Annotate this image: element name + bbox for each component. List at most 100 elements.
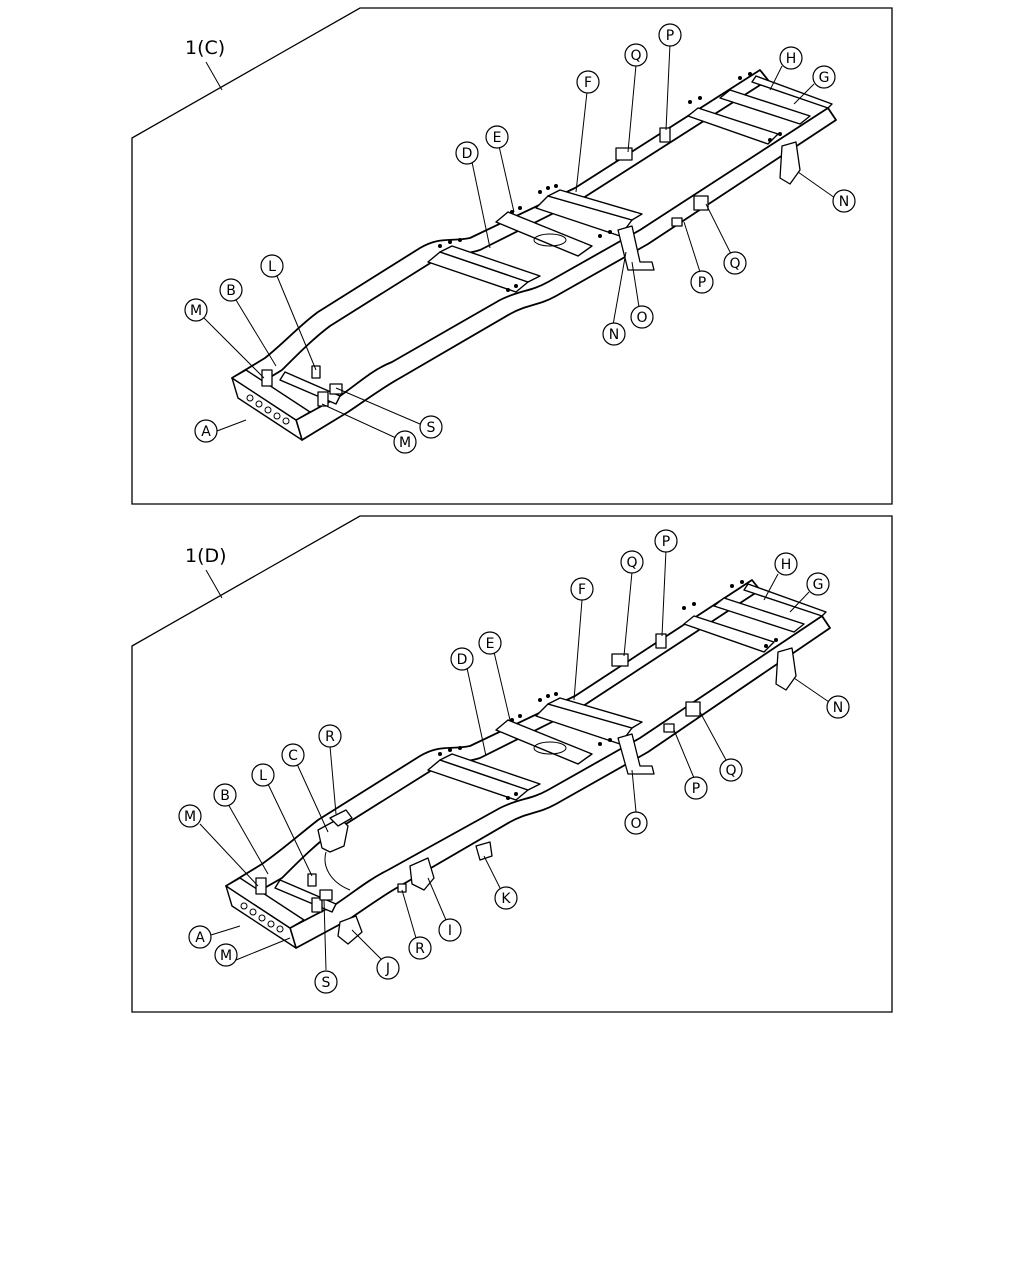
bracket-m-right — [311, 897, 323, 913]
callout-g: G — [812, 65, 836, 89]
bracket-k — [475, 841, 493, 861]
panel-1c-frame — [131, 7, 893, 505]
bracket-p-lower — [663, 723, 675, 733]
crossmember-e-cutout — [533, 233, 567, 247]
panel-1c-label: 1(C) — [185, 37, 225, 59]
bracket-r-lower — [397, 883, 407, 893]
svg-text:G: G — [819, 70, 830, 86]
svg-text:F: F — [584, 75, 592, 91]
svg-text:B: B — [226, 283, 236, 299]
crossmember-e-cutout — [533, 741, 567, 755]
svg-text:R: R — [415, 941, 425, 957]
svg-text:J: J — [385, 961, 390, 977]
svg-text:Q: Q — [626, 555, 637, 571]
left-side-rail — [225, 579, 761, 903]
callout-m-left: M — [184, 298, 208, 322]
callout-s: S — [419, 415, 443, 439]
bracket-r-upper — [329, 809, 353, 827]
callout-q-bottom: Q — [719, 758, 743, 782]
callout-r-top: R — [318, 724, 342, 748]
callout-f: F — [570, 577, 594, 601]
svg-text:G: G — [813, 577, 824, 593]
svg-text:A: A — [195, 930, 205, 946]
callout-e: E — [485, 125, 509, 149]
bracket-p-lower — [671, 217, 683, 227]
svg-text:Q: Q — [630, 48, 641, 64]
callout-q-bottom: Q — [723, 251, 747, 275]
svg-text:A: A — [201, 424, 211, 440]
svg-text:D: D — [457, 652, 468, 668]
bracket-i — [409, 857, 435, 891]
callout-h: H — [774, 552, 798, 576]
bracket-q-lower — [685, 701, 701, 717]
callout-i: I — [438, 918, 462, 942]
callout-m-right: M — [393, 430, 417, 454]
svg-text:S: S — [322, 975, 331, 991]
callout-l: L — [260, 254, 284, 278]
callout-b: B — [219, 278, 243, 302]
rear-hanger-n — [779, 141, 801, 185]
callout-c: C — [281, 743, 305, 767]
front-crossmember-holes — [246, 394, 290, 425]
front-crossmember-top — [231, 369, 311, 421]
crossmember-h — [719, 89, 811, 125]
bracket-l — [311, 365, 321, 379]
svg-text:C: C — [288, 748, 298, 764]
right-side-rail — [289, 615, 831, 949]
svg-text:H: H — [786, 51, 797, 67]
svg-text:Q: Q — [725, 763, 736, 779]
callout-b: B — [213, 783, 237, 807]
svg-text:O: O — [636, 310, 647, 326]
callout-d: D — [455, 141, 479, 165]
svg-text:L: L — [268, 259, 276, 275]
svg-text:M: M — [399, 435, 411, 451]
svg-text:K: K — [501, 891, 511, 907]
crossmember-d-top — [439, 753, 541, 791]
callout-o: O — [624, 811, 648, 835]
svg-text:L: L — [259, 768, 267, 784]
front-crossmember-top — [225, 877, 305, 929]
svg-text:N: N — [609, 327, 619, 343]
callout-a: A — [188, 925, 212, 949]
svg-text:P: P — [698, 275, 706, 291]
svg-text:M: M — [190, 303, 202, 319]
bracket-m-left — [255, 877, 267, 895]
panel-1d-leader — [205, 569, 223, 599]
rivet-dots-1c — [438, 72, 782, 292]
callout-f: F — [576, 70, 600, 94]
callout-e: E — [478, 631, 502, 655]
callout-s: S — [314, 970, 338, 994]
svg-text:O: O — [630, 816, 641, 832]
rear-end-crossmember — [743, 583, 827, 617]
callout-k: K — [494, 886, 518, 910]
svg-text:E: E — [493, 130, 502, 146]
svg-text:Q: Q — [729, 256, 740, 272]
bracket-q-upper — [615, 147, 633, 161]
rear-hanger-n — [775, 647, 797, 691]
bracket-s — [319, 889, 333, 901]
svg-text:F: F — [578, 582, 586, 598]
svg-text:M: M — [184, 809, 196, 825]
bracket-j — [337, 915, 363, 945]
svg-text:N: N — [839, 194, 849, 210]
callout-p-top: P — [658, 23, 682, 47]
svg-text:I: I — [448, 923, 452, 939]
callout-p-bottom: P — [690, 270, 714, 294]
left-side-rail — [231, 69, 769, 393]
callout-n-right: N — [832, 189, 856, 213]
callout-q-top: Q — [620, 550, 644, 574]
callout-r-bottom: R — [408, 936, 432, 960]
chassis-frame-1c — [231, 69, 837, 441]
callout-n: N — [826, 695, 850, 719]
front-crossmember-holes — [240, 902, 284, 933]
callout-m-left: M — [178, 804, 202, 828]
chassis-frame-1d — [225, 579, 831, 949]
svg-text:R: R — [325, 729, 335, 745]
callout-g: G — [806, 572, 830, 596]
bracket-p-upper — [655, 633, 667, 649]
svg-text:S: S — [427, 420, 436, 436]
callout-d: D — [450, 647, 474, 671]
svg-text:P: P — [692, 781, 700, 797]
svg-text:B: B — [220, 788, 230, 804]
